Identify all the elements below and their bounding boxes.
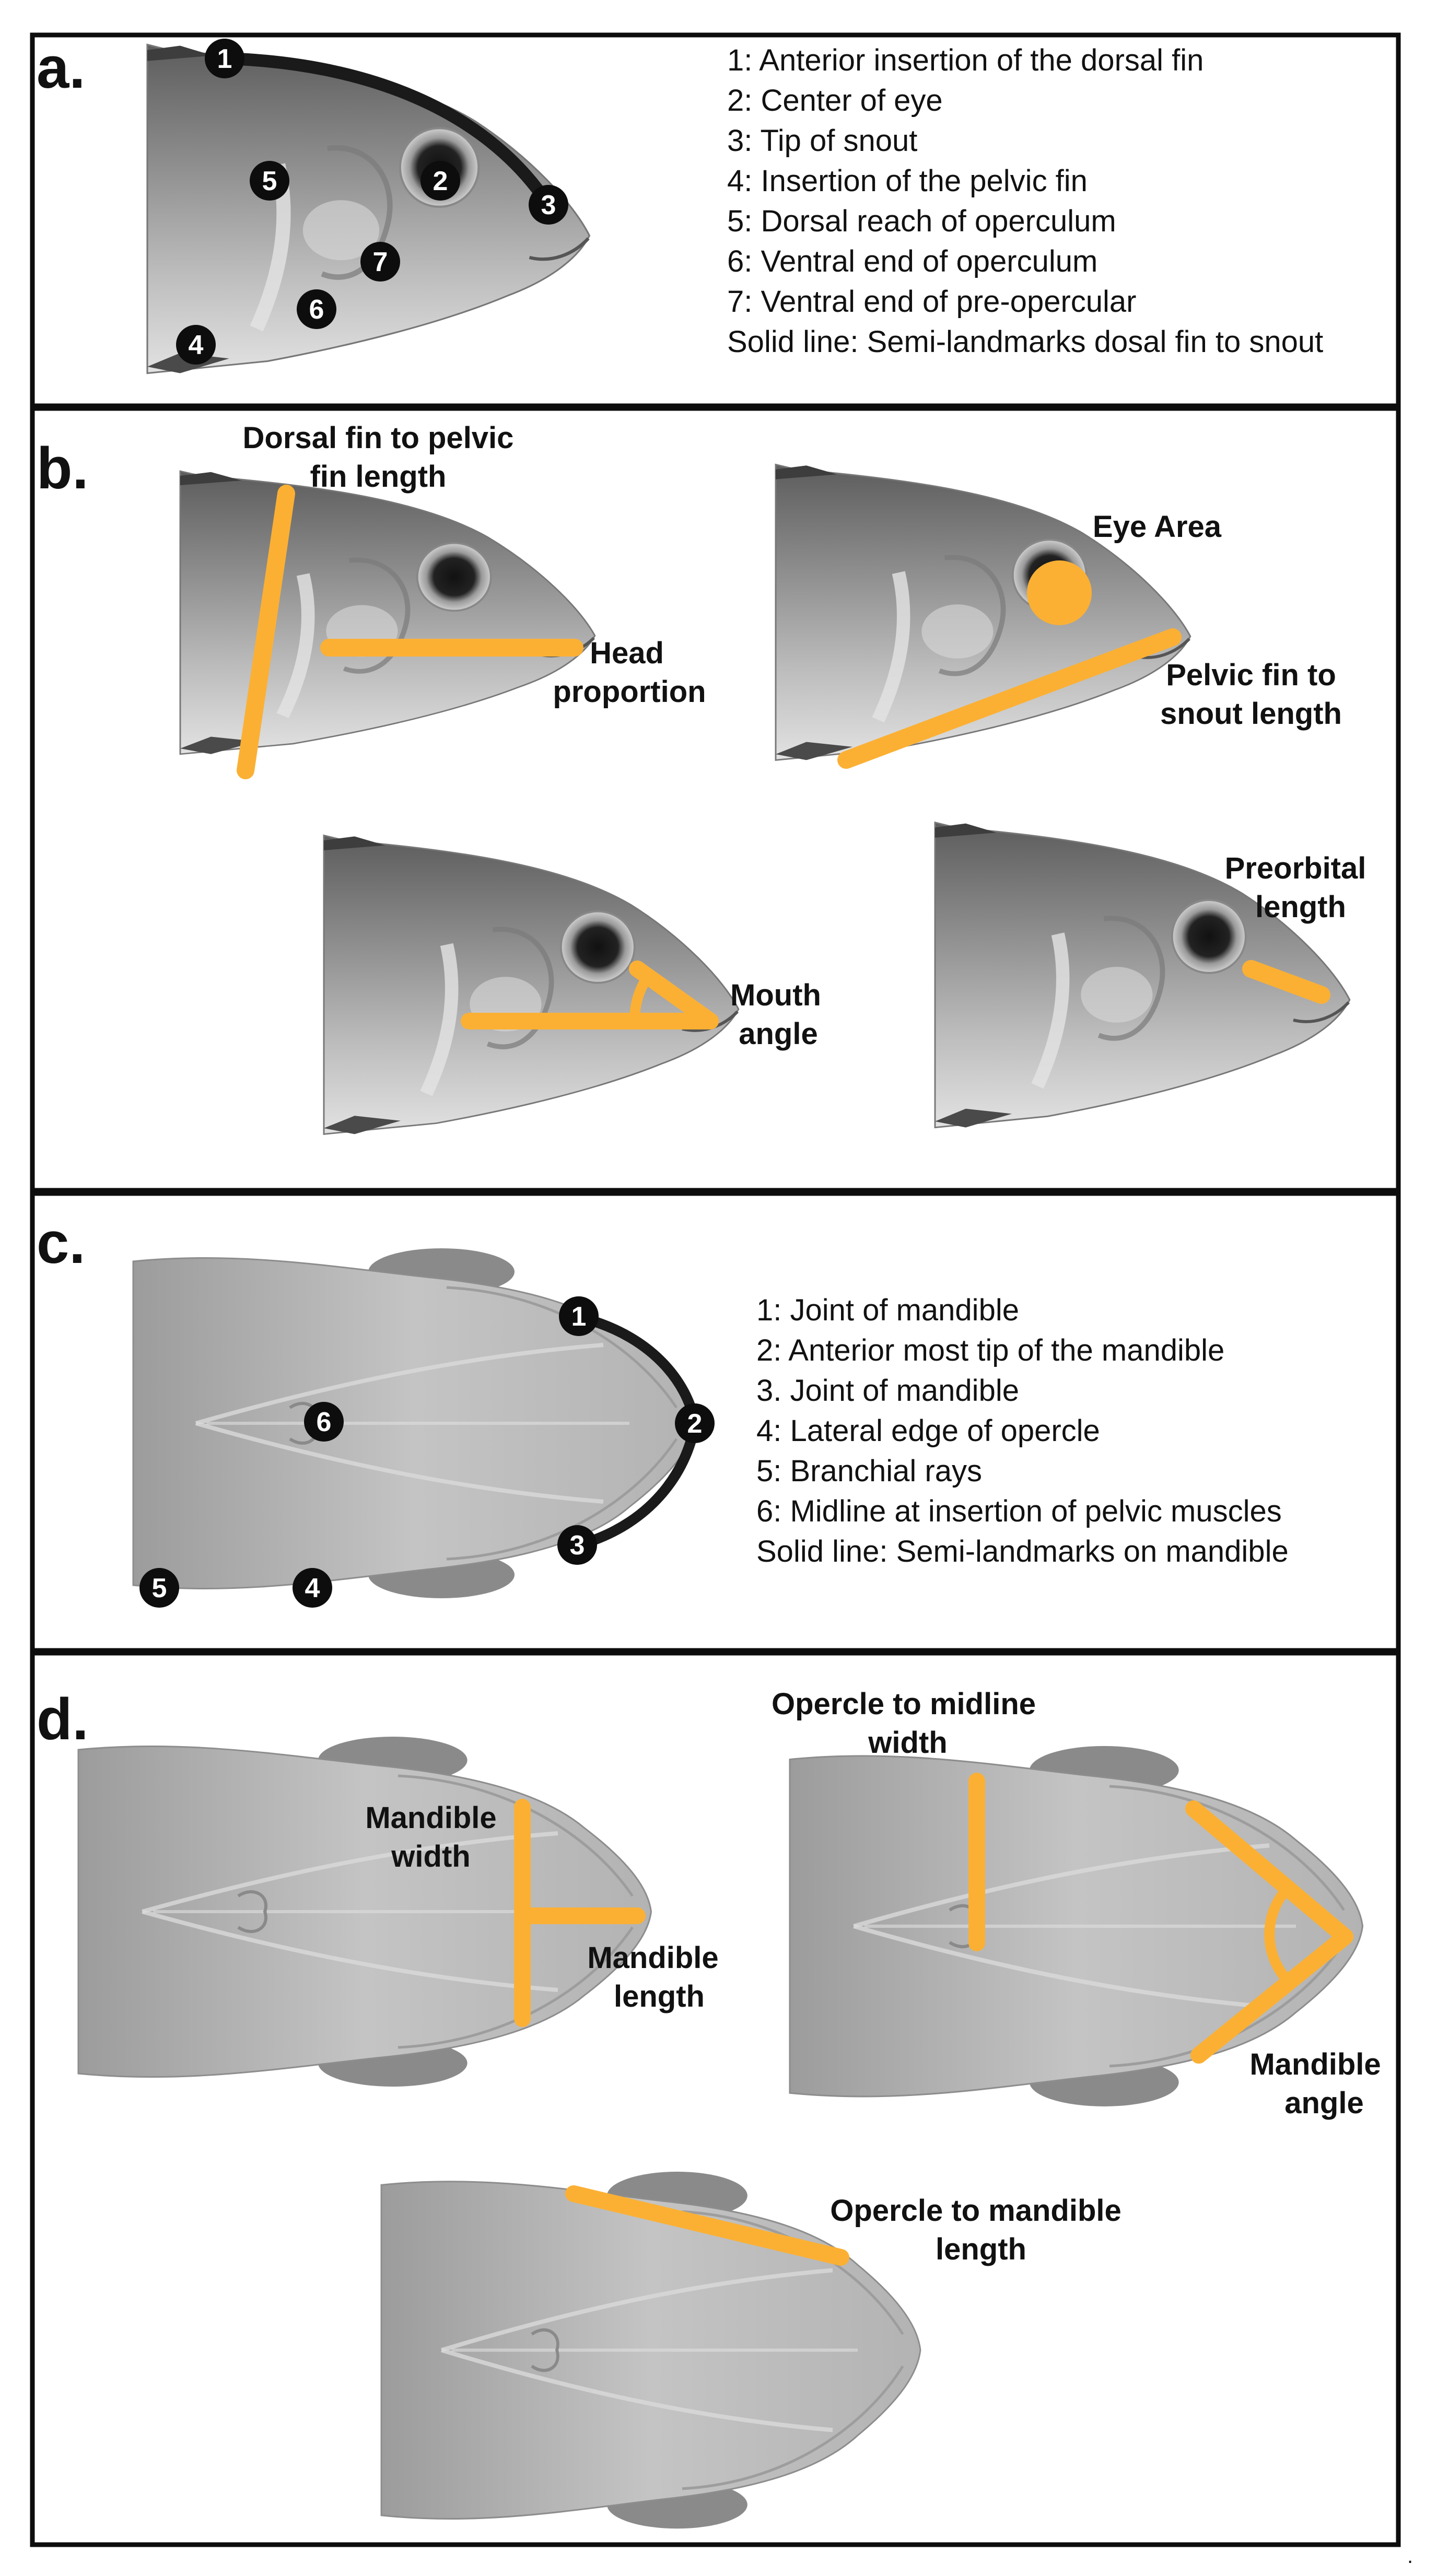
panel-b: b. Dorsal fin to pelvic fin length Head …	[37, 421, 1366, 1134]
pelvic-to-snout-label: snout length	[1160, 697, 1342, 731]
landmark-5: 5	[139, 1568, 179, 1608]
mandible-width-label: Mandible	[365, 1801, 496, 1835]
legend-c-item: 5: Branchial rays	[756, 1454, 982, 1488]
panel-c-legend: 1: Joint of mandible 2: Anterior most ti…	[756, 1293, 1289, 1568]
eye-area-label: Eye Area	[1093, 510, 1222, 544]
mandible-length-label: length	[614, 1980, 705, 2013]
opercle-mandible-label: Opercle to mandible	[830, 2194, 1121, 2228]
legend-a-item: 5: Dorsal reach of operculum	[727, 204, 1116, 238]
trailing-period: .	[1407, 2545, 1413, 2568]
dorsal-to-pelvic-label: Dorsal fin to pelvic	[243, 421, 514, 455]
legend-c-item: 4: Lateral edge of opercle	[756, 1414, 1100, 1448]
head-proportion-label: proportion	[553, 675, 706, 709]
legend-a-item: Solid line: Semi-landmarks dosal fin to …	[727, 325, 1323, 359]
landmark-1: 1	[205, 39, 244, 78]
landmark-2: 2	[420, 161, 460, 201]
landmark-7-label: 7	[373, 247, 388, 277]
landmark-1-label: 1	[571, 1302, 587, 1332]
dorsal-to-pelvic-label: fin length	[310, 460, 447, 494]
landmark-5: 5	[250, 161, 289, 201]
legend-c-item: 2: Anterior most tip of the mandible	[756, 1333, 1224, 1367]
landmark-2: 2	[675, 1403, 715, 1443]
landmark-7: 7	[360, 242, 400, 282]
landmark-5-label: 5	[262, 166, 277, 196]
legend-a-item: 4: Insertion of the pelvic fin	[727, 164, 1088, 198]
panel-c-fish-photo	[133, 1248, 695, 1598]
panel-a-letter: a.	[37, 35, 85, 100]
panel-c: c. 1 2 3 4 5 6 1: Joint o	[37, 1210, 1289, 1608]
legend-a-item: 2: Center of eye	[727, 84, 943, 118]
mandible-angle-label: Mandible	[1249, 2047, 1381, 2081]
landmark-2-label: 2	[433, 166, 448, 196]
landmark-6: 6	[304, 1402, 344, 1442]
landmark-2-label: 2	[687, 1409, 703, 1439]
landmark-6: 6	[297, 289, 336, 329]
landmark-3-label: 3	[541, 190, 556, 220]
legend-a-item: 6: Ventral end of operculum	[727, 244, 1097, 278]
landmark-5-label: 5	[152, 1573, 167, 1603]
landmark-3: 3	[529, 185, 568, 225]
mandible-width-label: width	[391, 1840, 470, 1874]
landmark-3-label: 3	[570, 1530, 585, 1561]
opercle-midline-label: Opercle to midline	[772, 1687, 1036, 1721]
legend-c-item: 3. Joint of mandible	[756, 1374, 1019, 1408]
panel-a-fish-photo	[147, 44, 589, 373]
legend-a-item: 7: Ventral end of pre-opercular	[727, 285, 1136, 319]
opercle-midline-label: width	[868, 1726, 947, 1760]
panel-b-letter: b.	[37, 436, 89, 501]
panel-d: d. Mandible width Mandible length Opercl…	[37, 1687, 1381, 2528]
opercle-mandible-label: length	[936, 2232, 1026, 2266]
legend-a-item: 1: Anterior insertion of the dorsal fin	[727, 43, 1204, 77]
legend-a-item: 3: Tip of snout	[727, 124, 917, 158]
landmark-4: 4	[293, 1568, 332, 1608]
panel-b-fish-1	[180, 471, 595, 754]
head-proportion-label: Head	[590, 636, 664, 670]
landmark-1-label: 1	[217, 44, 232, 74]
landmark-3: 3	[557, 1525, 597, 1565]
preorbital-length-label: Preorbital	[1225, 851, 1366, 885]
mouth-angle-label: Mouth	[730, 978, 821, 1012]
landmark-6-label: 6	[317, 1407, 332, 1437]
panel-b-fish-3	[324, 836, 739, 1134]
preorbital-length-label: length	[1255, 890, 1346, 924]
mouth-angle-label: angle	[739, 1017, 818, 1051]
landmark-1: 1	[559, 1296, 599, 1336]
legend-c-item: Solid line: Semi-landmarks on mandible	[756, 1535, 1289, 1568]
panel-a: a. 1 2 3 4 5 6 7	[37, 35, 1323, 373]
pelvic-to-snout-label: Pelvic fin to	[1166, 658, 1336, 692]
legend-c-item: 1: Joint of mandible	[756, 1293, 1019, 1327]
legend-c-item: 6: Midline at insertion of pelvic muscle…	[756, 1494, 1282, 1528]
landmark-4: 4	[176, 325, 216, 365]
panel-c-letter: c.	[37, 1210, 85, 1275]
mandible-angle-label: angle	[1284, 2086, 1364, 2120]
landmark-6-label: 6	[309, 295, 324, 325]
panel-a-legend: 1: Anterior insertion of the dorsal fin …	[727, 43, 1323, 359]
landmark-4-label: 4	[189, 330, 204, 360]
mandible-length-label: Mandible	[587, 1941, 718, 1975]
landmark-4-label: 4	[305, 1573, 320, 1603]
eye-area-marker	[1027, 560, 1092, 625]
panel-d-letter: d.	[37, 1687, 89, 1752]
